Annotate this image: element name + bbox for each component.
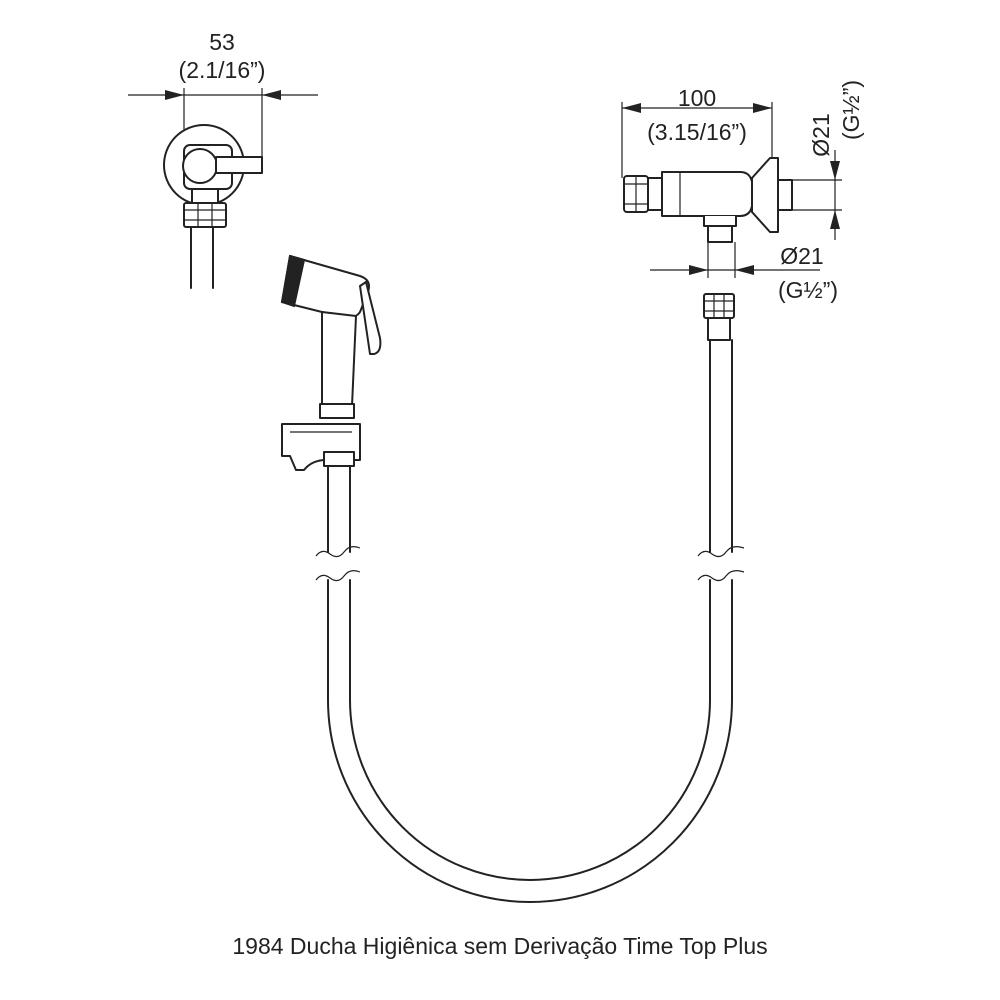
product-caption: 1984 Ducha Higiênica sem Derivação Time …	[232, 933, 768, 959]
outlet-diameter-value: Ø21	[780, 243, 823, 269]
side-width-value: 53	[209, 29, 235, 55]
valve-side-view: 53 (2.1/16”)	[128, 29, 318, 289]
valve-front-view: 100 (3.15/16”) Ø21 (G½”) Ø21 (G½	[621, 80, 864, 303]
flexible-hose	[315, 293, 745, 903]
inlet-diameter-thread: (G½”)	[838, 80, 864, 140]
side-width-imperial: (2.1/16”)	[179, 57, 266, 83]
hand-shower	[280, 254, 382, 471]
valve-length-value: 100	[678, 85, 716, 111]
inlet-diameter-value: Ø21	[808, 113, 834, 156]
valve-length-imperial: (3.15/16”)	[647, 119, 747, 145]
outlet-diameter-thread: (G½”)	[778, 277, 838, 303]
